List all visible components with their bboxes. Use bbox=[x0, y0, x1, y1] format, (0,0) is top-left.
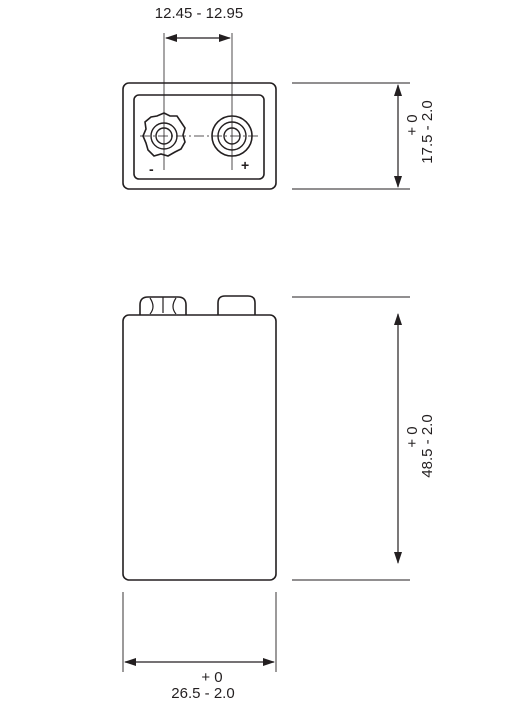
height-tolerance-label: + 0 bbox=[404, 426, 421, 447]
top-view-inner-outline bbox=[133, 94, 265, 180]
depth-value-label: 17.5 - 2.0 bbox=[419, 100, 436, 163]
top-view-outer-outline bbox=[122, 82, 277, 190]
top-view bbox=[122, 33, 410, 190]
height-value-label: 48.5 - 2.0 bbox=[419, 414, 436, 477]
negative-polarity-mark: - bbox=[149, 161, 154, 177]
width-tolerance-label: + 0 bbox=[201, 669, 222, 686]
positive-polarity-mark: + bbox=[241, 157, 249, 173]
terminal-spacing-label: 12.45 - 12.95 bbox=[155, 5, 243, 22]
front-positive-terminal-icon bbox=[217, 295, 256, 315]
battery-body-outline bbox=[122, 314, 277, 581]
width-value-label: 26.5 - 2.0 bbox=[171, 685, 234, 702]
front-view bbox=[122, 295, 410, 672]
depth-tolerance-label: + 0 bbox=[404, 114, 421, 135]
